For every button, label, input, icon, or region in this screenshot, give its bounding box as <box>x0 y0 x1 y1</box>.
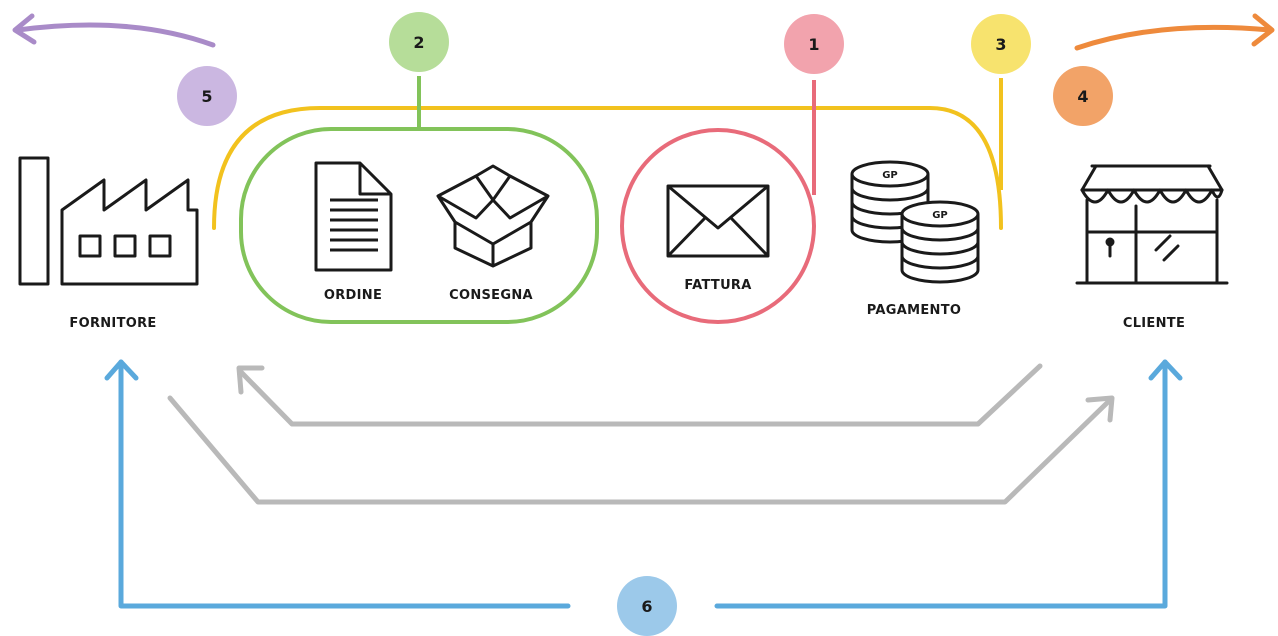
badge-2: 2 <box>389 12 449 72</box>
coins-icon: GP GP <box>850 160 980 284</box>
badge-1: 1 <box>784 14 844 74</box>
gray-arrow-forward <box>167 395 1115 505</box>
svg-text:GP: GP <box>932 210 948 221</box>
label-cliente: CLIENTE <box>1122 316 1186 331</box>
yellow-arc <box>212 106 1003 230</box>
blue-arrow-left <box>104 359 571 609</box>
gray-arrow-return <box>236 363 1043 427</box>
badge-6: 6 <box>617 576 677 636</box>
shop-icon <box>1075 164 1229 285</box>
svg-text:GP: GP <box>882 170 898 181</box>
blue-arrow-right <box>714 359 1183 609</box>
purple-arrow-left <box>12 13 216 48</box>
factory-icon <box>18 156 199 286</box>
label-fattura: FATTURA <box>684 278 752 293</box>
label-pagamento: PAGAMENTO <box>866 303 962 318</box>
badge-4: 4 <box>1053 66 1113 126</box>
document-icon <box>314 161 393 272</box>
label-consegna: CONSEGNA <box>449 288 533 303</box>
label-fornitore: FORNITORE <box>69 316 157 331</box>
envelope-icon <box>666 184 770 258</box>
badge-5: 5 <box>177 66 237 126</box>
orange-arrow-right <box>1074 13 1275 51</box>
green-group-outline <box>239 127 599 324</box>
red-circle-outline <box>620 128 816 324</box>
badge-3: 3 <box>971 14 1031 74</box>
box-icon <box>436 164 550 268</box>
label-ordine: ORDINE <box>323 288 383 303</box>
